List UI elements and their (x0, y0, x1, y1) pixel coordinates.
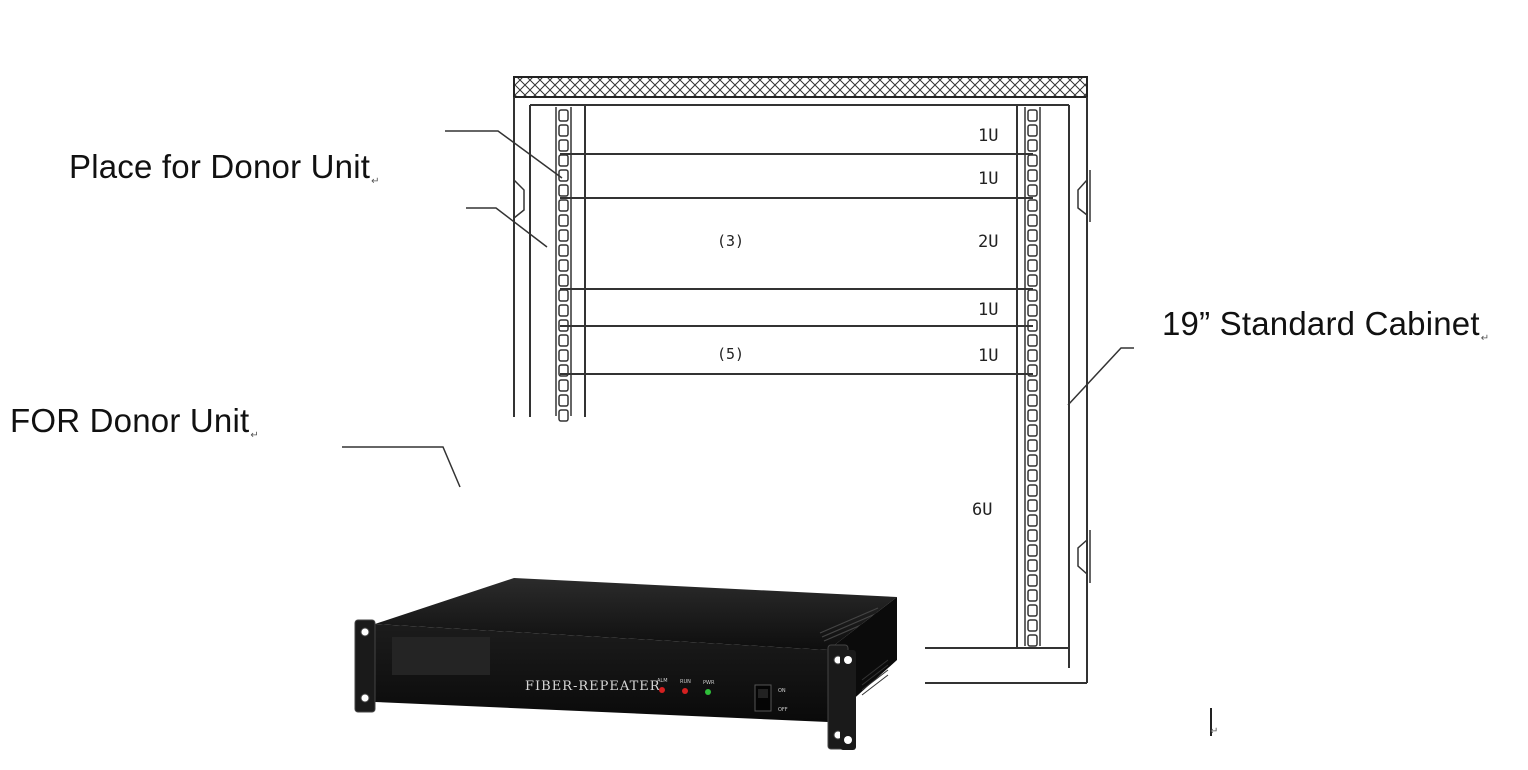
rail-hole (1027, 424, 1038, 437)
rail-hole (1027, 469, 1038, 482)
text-cursor (1210, 708, 1212, 736)
rail-hole (1027, 379, 1038, 392)
rail-hole (1027, 589, 1038, 602)
leader-lines (342, 130, 1134, 488)
rail-hole (1027, 439, 1038, 452)
paragraph-mark: ↵ (250, 430, 259, 441)
left-rail (555, 107, 572, 422)
slot-size-6: 6U (972, 500, 992, 520)
led-run (682, 688, 688, 694)
rail-hole (1027, 184, 1038, 197)
device-top (375, 578, 897, 650)
rail-hole (1027, 544, 1038, 557)
cabinet-frame (513, 97, 1088, 684)
slot-size-4: 1U (978, 300, 998, 320)
rail-hole (1027, 304, 1038, 317)
rail-hole (558, 394, 569, 407)
slot-dividers (560, 153, 1033, 375)
rail-hole (558, 214, 569, 227)
rail-hole (558, 364, 569, 377)
rail-hole (1027, 619, 1038, 632)
display-panel (392, 637, 490, 675)
rail-hole (1027, 334, 1038, 347)
rail-hole (1027, 604, 1038, 617)
led-alm (659, 687, 665, 693)
indicator-label-run: RUN (680, 679, 691, 685)
rail-hole (558, 304, 569, 317)
device-brand-label: FIBER-REPEATER (525, 679, 661, 694)
rail-hole (1027, 169, 1038, 182)
rail-hole (1027, 274, 1038, 287)
rail-hole (558, 349, 569, 362)
led-pwr (705, 689, 711, 695)
rail-hole (1027, 229, 1038, 242)
rail-hole (1027, 259, 1038, 272)
switch-on-label: ON (778, 688, 786, 694)
indicator-label-pwr: PWR (703, 680, 715, 686)
rail-hole (558, 259, 569, 272)
right-rail (1024, 107, 1041, 647)
rail-hole (1027, 484, 1038, 497)
rail-hole (1027, 529, 1038, 542)
rail-hole (558, 229, 569, 242)
paragraph-mark: ↵ (371, 176, 380, 187)
cabinet-top-panel (513, 76, 1088, 98)
side-brackets (513, 168, 1091, 583)
slot-item-3: (3) (717, 232, 744, 250)
paragraph-mark: ↵ (1480, 333, 1490, 344)
rail-hole (1027, 109, 1038, 122)
rail-hole (558, 124, 569, 137)
rail-hole (1027, 244, 1038, 257)
slot-size-5: 1U (978, 346, 998, 366)
slot-item-5: (5) (717, 345, 744, 363)
rail-hole (1027, 634, 1038, 647)
rail-hole (1027, 394, 1038, 407)
rail-hole (558, 379, 569, 392)
rail-hole (1027, 514, 1038, 527)
rack-ear-left (354, 619, 376, 713)
donor-place-label: Place for Donor Unit↵ (69, 148, 380, 187)
rail-hole (558, 199, 569, 212)
slot-size-3: 2U (978, 232, 998, 252)
rail-hole (558, 244, 569, 257)
cabinet-text: 19” Standard Cabinet (1162, 305, 1480, 342)
rail-hole (1027, 574, 1038, 587)
rail-hole (1027, 454, 1038, 467)
rail-hole (1027, 124, 1038, 137)
slot-size-1: 1U (978, 126, 998, 146)
rack-ear-far (840, 650, 856, 750)
rail-hole (558, 409, 569, 422)
rail-hole (1027, 214, 1038, 227)
rail-hole (1027, 409, 1038, 422)
rail-hole (1027, 559, 1038, 572)
rail-hole (558, 274, 569, 287)
rail-hole (1027, 364, 1038, 377)
slot-size-2: 1U (978, 169, 998, 189)
paragraph-mark: ↵ (1210, 726, 1219, 737)
donor-place-text: Place for Donor Unit (69, 148, 371, 185)
rail-hole (1027, 139, 1038, 152)
switch-off-label: OFF (778, 707, 788, 713)
rail-hole (558, 184, 569, 197)
rail-hole (1027, 199, 1038, 212)
rail-hole (558, 109, 569, 122)
for-donor-label: FOR Donor Unit↵ (10, 402, 259, 441)
cabinet-label: 19” Standard Cabinet↵ (1162, 305, 1489, 344)
rail-hole (558, 139, 569, 152)
rail-hole (1027, 349, 1038, 362)
rail-hole (1027, 499, 1038, 512)
for-donor-text: FOR Donor Unit (10, 402, 250, 439)
rail-hole (558, 334, 569, 347)
indicator-label-alm: ALM (657, 678, 668, 684)
